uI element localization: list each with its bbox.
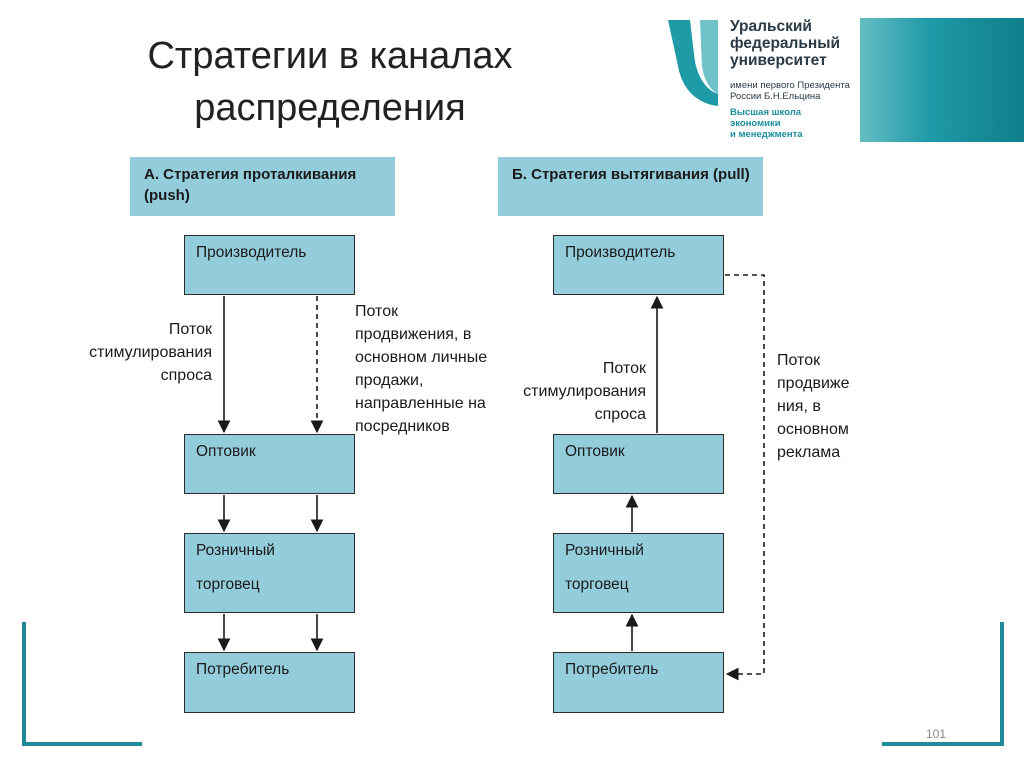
pull-strategy-header: Б. Стратегия вытягивания (pull) — [498, 157, 763, 216]
pull-retailer-node: Розничный торговец — [553, 533, 724, 613]
pull-promo-label: Поток продвиже ния, в основном реклама — [777, 352, 850, 461]
corner-line-right-vertical — [1000, 622, 1004, 746]
logo-title: Уральский федеральный университет — [730, 18, 841, 69]
page-number: 101 — [926, 727, 947, 741]
pull-promo-arrow — [725, 274, 765, 681]
pull-producer-node: Производитель — [553, 235, 724, 295]
push-strategy-header: А. Стратегия проталкивания (push) — [130, 157, 395, 216]
corner-line-left-vertical — [22, 622, 26, 746]
push-promo-label: Поток продвижения, в основном личные про… — [355, 303, 488, 435]
logo-color-band — [850, 18, 1024, 142]
pull-demand-label: Поток стимулирования спроса — [523, 360, 646, 423]
pull-wholesaler-node: Оптовик — [553, 434, 724, 494]
corner-line-left-horizontal — [22, 742, 142, 746]
logo-subtitle: имени первого Президента России Б.Н.Ельц… — [730, 80, 850, 102]
page-title: Стратегии в каналах распределения — [147, 35, 513, 129]
university-logo-icon — [660, 14, 860, 144]
logo-school: Высшая школа экономики и менеджмента — [730, 107, 803, 140]
push-producer-node: Производитель — [184, 235, 355, 295]
push-consumer-node: Потребитель — [184, 652, 355, 713]
pull-consumer-node: Потребитель — [553, 652, 724, 713]
push-retailer-node: Розничный торговец — [184, 533, 355, 613]
push-wholesaler-node: Оптовик — [184, 434, 355, 494]
corner-line-right-horizontal — [882, 742, 1004, 746]
push-demand-label: Поток стимулирования спроса — [89, 321, 212, 384]
